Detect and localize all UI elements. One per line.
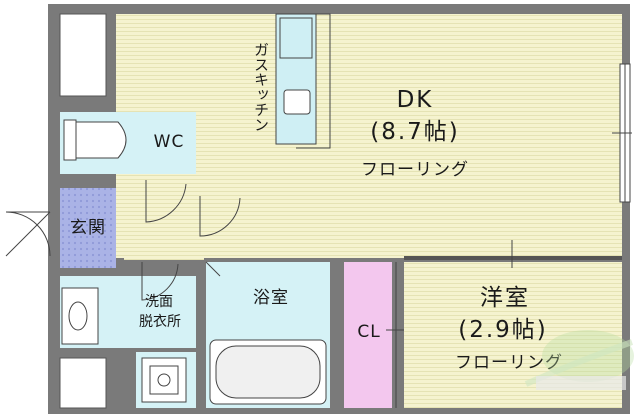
- kitchen-stove: [279, 17, 313, 59]
- wc-name: WC: [153, 132, 185, 152]
- washing-machine: [141, 357, 187, 403]
- washing-machine-inner: [149, 365, 179, 395]
- closet: [344, 262, 392, 408]
- kitchen-partition: [296, 13, 331, 149]
- bath-door-line: [205, 261, 221, 277]
- washroom-name-line2: 脱衣所: [139, 314, 181, 330]
- western-room-name: 洋室: [480, 285, 530, 311]
- washroom-door-swing: [141, 262, 179, 301]
- toilet-bowl: [75, 121, 127, 159]
- kitchen-name: ガスキッチン: [252, 42, 270, 132]
- toilet-tank: [63, 119, 77, 161]
- dk-room-name: DK: [396, 87, 434, 113]
- washing-machine-drain: [157, 373, 171, 387]
- entrance-tile: [60, 188, 116, 268]
- entrance-door-swing: [5, 211, 51, 257]
- closet-name: CL: [357, 322, 381, 342]
- western-room-area: (2.9帖): [458, 317, 548, 343]
- dk-room-area: (8.7帖): [370, 119, 460, 145]
- wc-door-swing: [145, 180, 187, 223]
- company-logo-watermark: [524, 330, 634, 390]
- washroom-name-line1: 洗面: [145, 294, 173, 310]
- sink-bowl: [68, 301, 88, 331]
- entrance-door-leaf: [5, 211, 51, 257]
- left-storage-bottom: [59, 357, 107, 409]
- hallway: [124, 178, 204, 260]
- bath-room-name: 浴室: [253, 288, 289, 308]
- dk-door-swing: [199, 196, 241, 237]
- western-room-floor: フローリング: [455, 353, 563, 373]
- bathtub-inner: [215, 345, 321, 399]
- left-storage-top: [59, 13, 107, 97]
- entrance-name: 玄関: [70, 218, 106, 238]
- kitchen-sink: [283, 89, 311, 115]
- dk-room-floor: フローリング: [361, 160, 469, 180]
